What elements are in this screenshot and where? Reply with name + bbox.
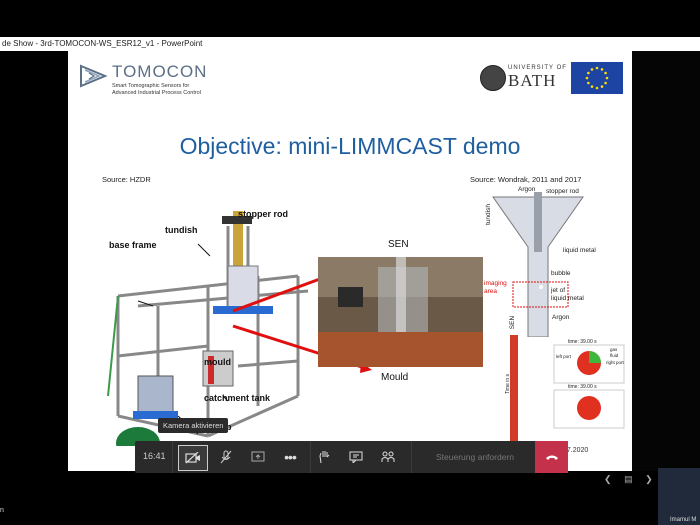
prev-slide-icon[interactable]: ❮ [604, 474, 612, 484]
diag-sen: SEN [509, 315, 517, 330]
more-options-icon: ••• [284, 449, 297, 465]
diag-argon-top: Argon [518, 186, 536, 193]
camera-off-icon [185, 452, 200, 464]
label-stopper-rod: stopper rod [238, 209, 289, 219]
simulation-panel [510, 335, 625, 443]
participants-button[interactable] [374, 445, 402, 469]
mould-photo-image [318, 257, 483, 367]
label-catchment-tank: catchment tank [204, 393, 271, 403]
diag-jet-2: liquid metal [551, 295, 584, 302]
request-control-button[interactable]: Steuerung anfordern [436, 452, 514, 462]
meeting-toolbar: 16:41 ••• Steuerung anfordern [135, 441, 568, 473]
diag-bubble: bubble [551, 270, 571, 277]
bath-name: BATH [508, 71, 557, 90]
hang-up-icon [545, 455, 558, 460]
logo-sub-line1: Smart Tomographic Sensors for [112, 83, 190, 89]
label-tundish: tundish [165, 225, 198, 235]
diag-argon-bottom: Argon [552, 314, 570, 321]
bath-university: UNIVERSITY OF [508, 65, 567, 71]
call-duration: 16:41 [143, 451, 166, 461]
eu-flag-icon [571, 62, 623, 94]
sim-gas: gas [610, 347, 618, 352]
bath-seal-icon [480, 65, 506, 91]
raise-hand-icon [319, 451, 330, 464]
sen-diagram [492, 192, 584, 337]
bottom-left-text: n [0, 507, 4, 514]
diag-jet-1: jet of [551, 287, 566, 294]
logo-sub-line2: Advanced Industrial Process Control [112, 89, 201, 96]
slide-title: Objective: mini-LIMMCAST demo [179, 133, 521, 159]
hang-up-button[interactable] [535, 441, 568, 473]
share-screen-icon [251, 451, 265, 462]
separator [172, 441, 173, 473]
tomocon-logo-icon [80, 64, 108, 88]
camera-tooltip: Kamera aktivieren [158, 418, 229, 433]
next-slide-icon[interactable]: ❯ [645, 474, 653, 484]
window-titlebar: de Show - 3rd-TOMOCON-WS_ESR12_v1 - Powe… [0, 37, 700, 51]
slide-date: 07.2020 [563, 447, 589, 454]
participants-icon [381, 451, 395, 462]
chat-button[interactable] [342, 445, 370, 469]
sim-time-2: time: 39.00 s [568, 384, 597, 390]
separator [411, 441, 412, 473]
label-mould: mould [204, 357, 231, 367]
label-sen: SEN [388, 239, 409, 250]
sim-right-port: right port [606, 360, 624, 365]
mic-button[interactable] [212, 445, 240, 469]
share-button[interactable] [244, 445, 272, 469]
sim-time-1: time: 39.00 s [568, 339, 597, 345]
slide-grid-icon[interactable]: ▤ [624, 474, 633, 484]
camera-button[interactable] [178, 445, 208, 471]
label-pump: p [226, 422, 232, 432]
source-right: Source: Wondrak, 2011 and 2017 [470, 175, 582, 184]
sim-fluid: fluid [610, 353, 619, 358]
chat-icon [349, 451, 363, 463]
label-base-frame: base frame [109, 240, 157, 250]
mic-off-icon [220, 450, 232, 464]
sim-time-axis: Time in s [505, 373, 512, 395]
sim-left-port: left port [556, 354, 572, 359]
mould-photo [318, 257, 483, 367]
participant-tile[interactable] [658, 468, 700, 525]
diag-tundish: tundish [484, 204, 492, 225]
raise-hand-button[interactable] [310, 445, 338, 469]
bottom-area [0, 471, 700, 525]
separator [310, 441, 311, 473]
window-title: de Show - 3rd-TOMOCON-WS_ESR12_v1 - Powe… [2, 39, 203, 48]
diag-liquid-metal: liquid metal [563, 247, 596, 254]
label-mould-photo: Mould [381, 372, 409, 383]
bath-logo: UNIVERSITY OF BATH [480, 63, 570, 93]
source-left: Source: HZDR [102, 175, 151, 184]
diag-stopper-rod: stopper rod [546, 188, 579, 195]
slide-nav: ❮ ▤ ❯ [604, 474, 663, 485]
diag-imaging-2: area [484, 288, 498, 295]
diag-imaging-1: imaging [484, 280, 507, 287]
logo-name: TOMOCON [112, 62, 208, 81]
participant-name: Imamul M [670, 517, 697, 523]
right-margin [632, 51, 700, 471]
more-options-button[interactable]: ••• [276, 445, 304, 469]
